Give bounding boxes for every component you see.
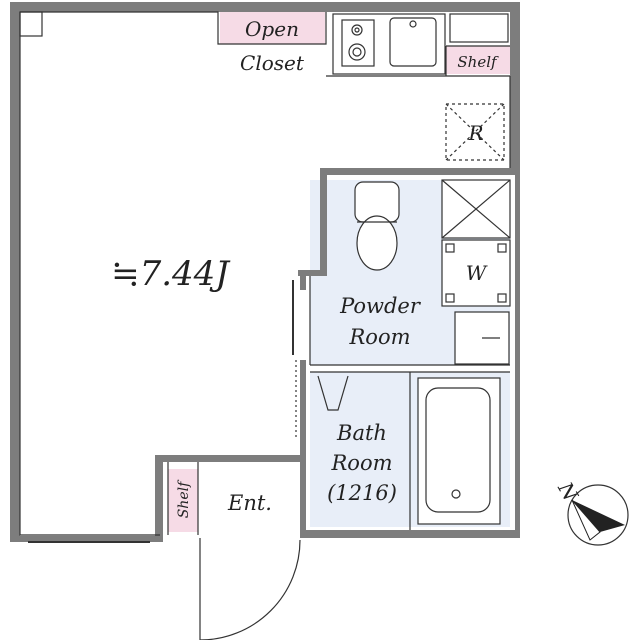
washer-area (441, 179, 511, 365)
powder-room-label-line2: Room (348, 325, 410, 349)
open-closet-label-line2: Closet (240, 51, 305, 75)
kitchen-shelf-label: Shelf (457, 53, 499, 71)
room-outlines (19, 11, 511, 536)
open-closet-fill (220, 12, 325, 44)
toilet-icon (354, 181, 400, 271)
bath-folding-door (317, 375, 349, 411)
compass-icon (567, 484, 629, 546)
main-room-size-label: ≒7.44J (111, 254, 231, 294)
kitchen-counter (332, 13, 446, 75)
bath-room-label-line1: Bath (336, 421, 387, 445)
entrance-shelf-label: Shelf (176, 479, 192, 518)
refrigerator-icon (445, 103, 505, 161)
entrance-shelf-fill (168, 469, 198, 532)
refrigerator-label: R (467, 121, 483, 145)
sink-icon (389, 17, 437, 67)
walls (10, 2, 520, 542)
doors (28, 280, 349, 640)
bathtub-icon (417, 377, 501, 525)
entrance-label: Ent. (227, 491, 272, 515)
open-closet-label-line1: Open (245, 17, 299, 41)
kitchen-shelf-fill (446, 46, 510, 74)
washer-label: W (466, 261, 488, 285)
bath-room-label-line3: (1216) (327, 481, 397, 505)
pillar (19, 11, 43, 37)
kitchen-upper-cabinet (449, 13, 509, 43)
powder-room-label-line1: Powder (339, 294, 422, 318)
stove-icon (341, 19, 375, 67)
bath-room-label-line2: Room (330, 451, 392, 475)
